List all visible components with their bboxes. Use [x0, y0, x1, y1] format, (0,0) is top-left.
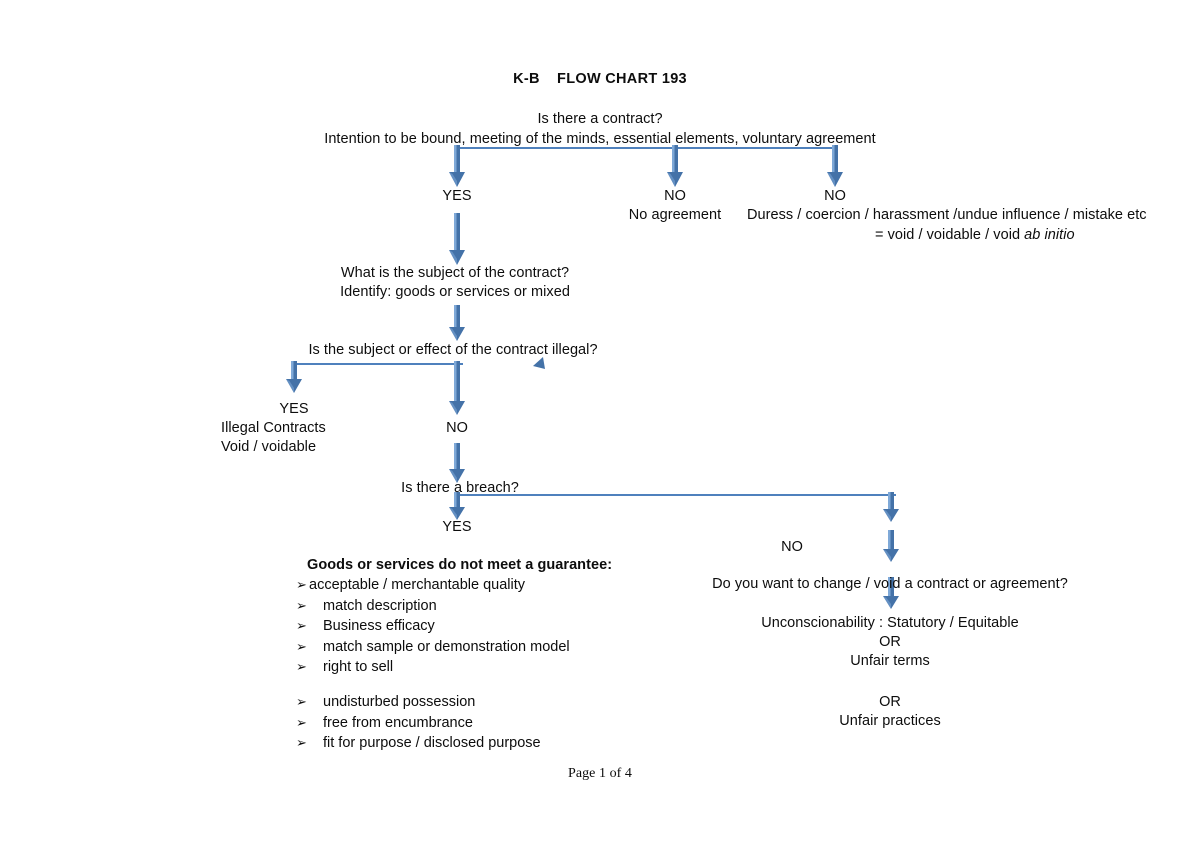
- arrow-bullet-icon: ➢: [296, 638, 307, 654]
- list-item: ➢ right to sell: [296, 657, 570, 678]
- root-question: Is there a contract?: [537, 111, 663, 127]
- arrow-breach-yes: [449, 492, 465, 520]
- subject-identify: Identify: goods or services or mixed: [340, 284, 570, 300]
- list-item: ➢acceptable / merchantable quality: [296, 575, 570, 596]
- chart-title: K-B FLOW CHART 193: [513, 71, 687, 87]
- text-no-agreement: No agreement: [628, 207, 722, 223]
- text-void-voidable: Void / voidable: [221, 439, 317, 455]
- connector-line-breach: [456, 494, 896, 496]
- text-unfair-practices: Unfair practices: [839, 713, 941, 729]
- arrow-yes-to-subject: [449, 213, 465, 265]
- list-item: ➢ free from encumbrance: [296, 713, 541, 734]
- list-item-label: fit for purpose / disclosed purpose: [323, 735, 541, 751]
- arrow-bullet-icon: ➢: [296, 618, 307, 633]
- arrow-illegal-no: [449, 361, 465, 415]
- label-root-no-2: NO: [824, 188, 846, 204]
- breach-question: Is there a breach?: [401, 480, 519, 496]
- arrow-bullet-icon: ➢: [296, 597, 307, 613]
- list-item: ➢ fit for purpose / disclosed purpose: [296, 733, 541, 754]
- text-illegal-contracts: Illegal Contracts: [221, 420, 326, 436]
- list-item-label: match description: [323, 597, 437, 614]
- list-item: ➢ Business efficacy: [296, 616, 570, 637]
- list-item: ➢ match sample or demonstration model: [296, 637, 570, 658]
- arrow-bullet-icon: ➢: [296, 714, 307, 730]
- arrow-bullet-icon: ➢: [296, 694, 307, 709]
- root-criteria: Intention to be bound, meeting of the mi…: [324, 131, 876, 147]
- connector-line-illegal: [293, 363, 463, 365]
- arrow-no-to-breach: [449, 443, 465, 483]
- list-item-label: undisturbed possession: [323, 694, 476, 710]
- arrow-bullet-icon: ➢: [296, 659, 307, 674]
- list-item-label: acceptable / merchantable quality: [309, 577, 526, 593]
- arrow-illegal-yes: [286, 361, 302, 393]
- arrow-root-yes: [449, 145, 465, 187]
- arrow-breach-no: [883, 492, 899, 522]
- list-item-label: match sample or demonstration model: [323, 638, 570, 655]
- label-root-no-1: NO: [664, 188, 686, 204]
- page-footer: Page 1 of 4: [568, 766, 632, 781]
- list-item: ➢ undisturbed possession: [296, 692, 541, 713]
- illegal-question: Is the subject or effect of the contract…: [308, 342, 598, 358]
- text-unconscionability: Unconscionability : Statutory / Equitabl…: [761, 615, 1019, 631]
- label-breach-no: NO: [781, 539, 803, 555]
- arrow-root-no-1: [667, 145, 683, 187]
- list-item-label: Business efficacy: [323, 618, 435, 634]
- text-duress-line: Duress / coercion / harassment /undue in…: [747, 207, 1147, 223]
- label-root-yes: YES: [442, 188, 472, 204]
- label-illegal-yes: YES: [279, 401, 309, 417]
- label-breach-yes: YES: [442, 519, 472, 535]
- text-void-ab-initio: = void / voidable / void ab initio: [875, 226, 1075, 245]
- text-or-1: OR: [879, 634, 901, 650]
- arrow-bullet-icon: ➢: [296, 735, 307, 750]
- guarantee-list: ➢acceptable / merchantable quality➢match…: [296, 575, 570, 678]
- arrow-bullet-icon: ➢: [296, 577, 307, 592]
- arrow-subject-to-illegal: [449, 305, 465, 341]
- arrow-no-to-change-question: [883, 530, 899, 562]
- change-void-question: Do you want to change / void a contract …: [712, 576, 1068, 592]
- text-ab-initio-italic: ab initio: [1024, 227, 1075, 243]
- label-illegal-no: NO: [446, 420, 468, 436]
- list-item-label: right to sell: [323, 659, 394, 675]
- stray-arrowhead-icon: [531, 355, 547, 371]
- text-void-prefix: = void / voidable / void: [875, 227, 1025, 243]
- guarantee-list-secondary: ➢ undisturbed possession ➢ free from encumb…: [296, 692, 541, 754]
- text-or-2: OR: [879, 694, 901, 710]
- arrow-change-to-unconscionability: [883, 577, 899, 609]
- text-unfair-terms: Unfair terms: [850, 653, 930, 669]
- connector-line-root: [456, 147, 834, 149]
- subject-question: What is the subject of the contract?: [340, 265, 570, 281]
- list-item-label: free from encumbrance: [323, 714, 473, 731]
- list-item: ➢ match description: [296, 596, 570, 617]
- arrow-root-no-2: [827, 145, 843, 187]
- guarantee-heading: Goods or services do not meet a guarante…: [307, 557, 613, 573]
